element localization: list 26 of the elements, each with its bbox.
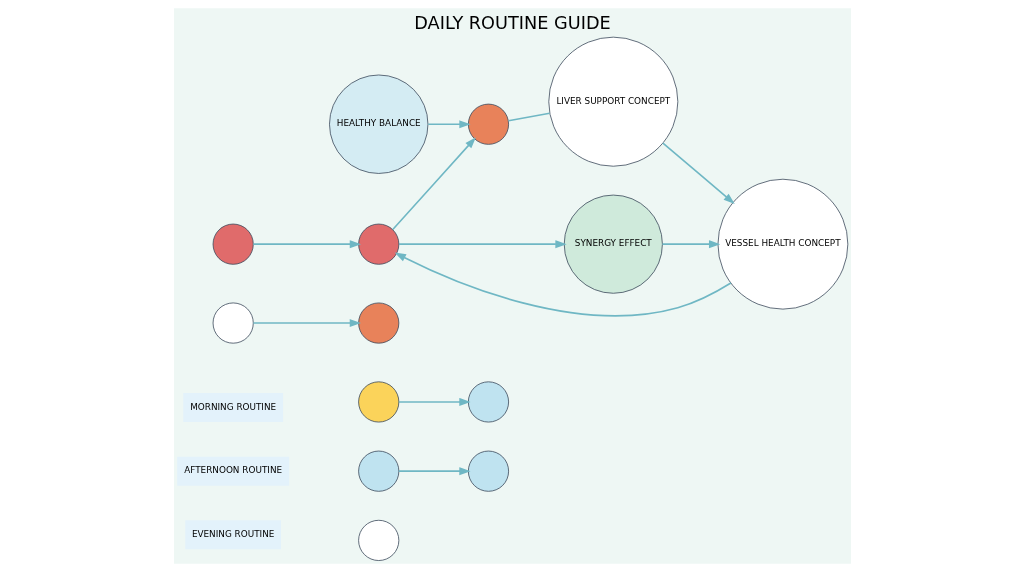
arrow — [661, 240, 720, 249]
arrow — [252, 319, 361, 327]
node-circle — [357, 381, 399, 423]
node-circle: LIVER SUPPORT CONCEPT — [547, 36, 678, 167]
node-circle — [467, 450, 509, 492]
node-circle: SYNERGY EFFECT — [563, 194, 663, 294]
node-circle — [467, 381, 509, 423]
arrow — [661, 142, 735, 204]
node-circle: HEALTHY BALANCE — [328, 74, 428, 174]
diagram-title: DAILY ROUTINE GUIDE — [413, 12, 611, 33]
node-circle — [212, 302, 254, 344]
arrow — [426, 120, 471, 129]
node-circle — [357, 450, 399, 492]
arrow — [394, 252, 732, 317]
node-circle — [212, 223, 254, 265]
arrow — [397, 398, 471, 406]
connector — [507, 112, 550, 122]
arrow — [391, 137, 476, 231]
node-circle — [357, 223, 399, 265]
arrow — [252, 240, 361, 249]
node-circle: VESSEL HEALTH CONCEPT — [717, 178, 848, 310]
arrow — [397, 467, 471, 476]
arrow — [397, 240, 567, 249]
node-circle — [357, 302, 399, 344]
node-circle — [357, 519, 399, 561]
node-circle — [467, 103, 509, 145]
